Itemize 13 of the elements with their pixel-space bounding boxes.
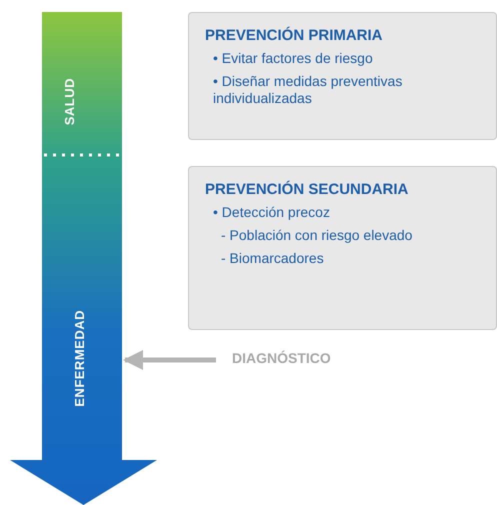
list-item: - Población con riesgo elevado xyxy=(221,227,414,244)
marker-label: DIAGNÓSTICO xyxy=(232,350,331,366)
card-heading: PREVENCIÓN SECUNDARIA xyxy=(205,181,410,198)
stage-label: ENFERMEDAD xyxy=(72,310,87,407)
prevention-card xyxy=(188,12,497,140)
stage-label: SALUD xyxy=(62,78,77,126)
list-item: • Detección precoz xyxy=(213,204,331,221)
card-heading: PREVENCIÓN PRIMARIA xyxy=(205,27,384,44)
list-item: • Evitar factores de riesgo xyxy=(213,50,374,67)
arrow xyxy=(123,350,216,370)
list-item: - Biomarcadores xyxy=(221,250,325,267)
prevention-card xyxy=(188,166,497,330)
list-item: • Diseñar medidas preventivas individualizadas xyxy=(213,73,404,107)
